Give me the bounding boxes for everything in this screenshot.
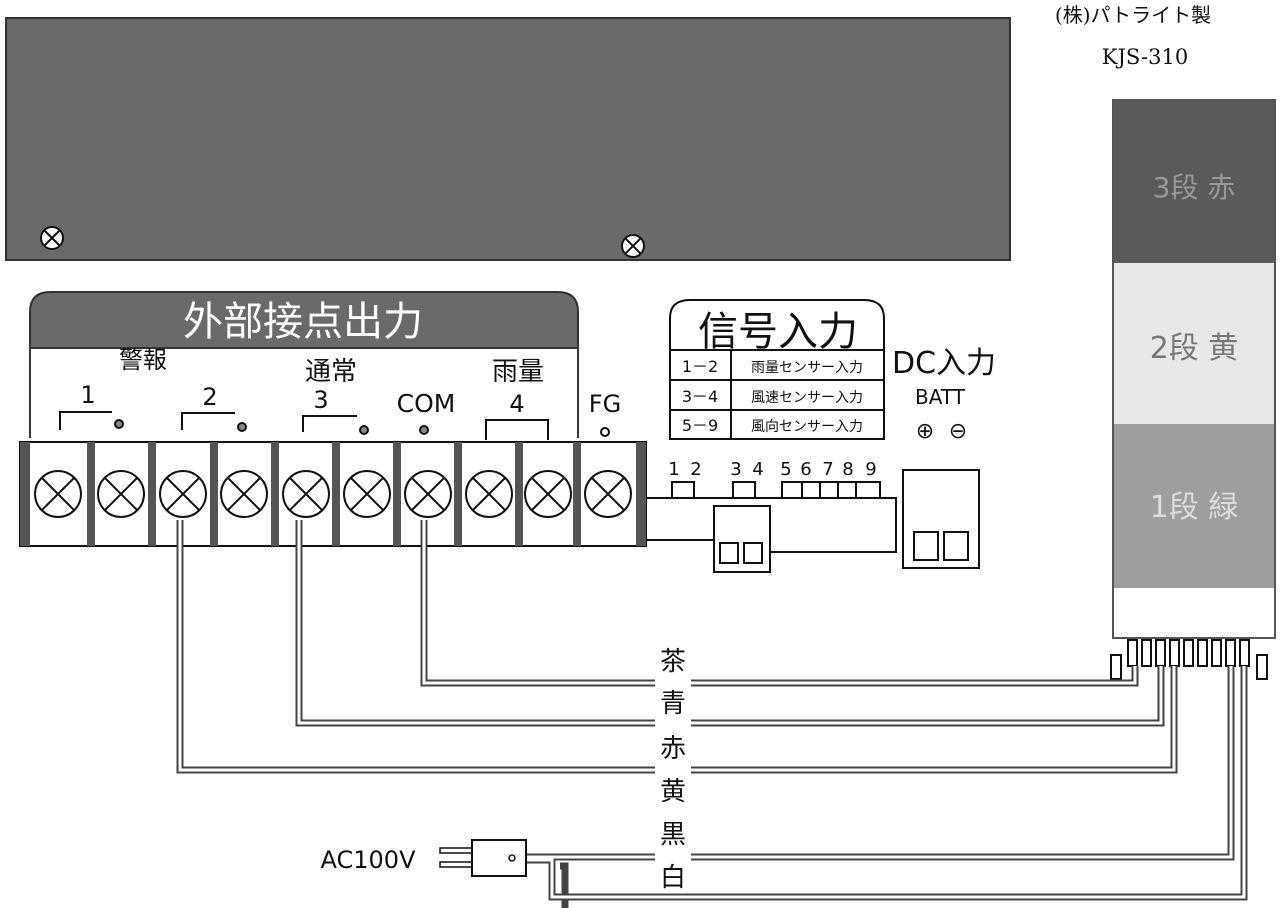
alarm-label: 警報 — [119, 346, 167, 374]
terminal-screw-icon — [282, 470, 330, 518]
dc-input-title: DC入力 — [892, 346, 996, 381]
signal-pin-number: 1 — [668, 459, 679, 480]
screw-icon — [621, 234, 645, 258]
signal-pin-number: 8 — [842, 459, 853, 480]
signal-row-desc: 雨量センサー入力 — [751, 360, 863, 376]
signal-row-pins: 3－4 — [682, 387, 718, 406]
external-output-title: 外部接点出力 — [183, 299, 423, 345]
tier-3-label: 3段 赤 — [1153, 171, 1236, 204]
batt-label: BATT — [915, 385, 966, 409]
signal-pin-number: 6 — [800, 459, 811, 480]
normal-label: 通常 — [305, 357, 357, 387]
maker-label: (株)パトライト製 — [1055, 3, 1211, 27]
signal-pin-number: 2 — [690, 459, 701, 480]
wire-color-label: 茶 — [660, 647, 686, 677]
signal-row-desc: 風向センサー入力 — [751, 419, 863, 435]
signal-input-header — [669, 299, 885, 351]
signal-pin-number: 9 — [865, 459, 876, 480]
contact-symbols — [59, 411, 610, 440]
contact-com-label: COM — [397, 389, 456, 418]
minus-icon: ⊖ — [949, 419, 967, 444]
terminal-screw-icon — [97, 470, 145, 518]
signal-input-title: 信号入力 — [698, 309, 858, 355]
screw-icon — [40, 226, 64, 250]
signal-row-pins: 5－9 — [682, 416, 718, 435]
fg-label: FG — [589, 390, 621, 418]
rain-label: 雨量 — [492, 357, 544, 387]
tower-light-pins — [1110, 639, 1268, 680]
terminal-screws — [34, 470, 632, 518]
tier-2-label: 2段 黄 — [1150, 331, 1239, 366]
signal-terminal-strip — [646, 469, 980, 573]
wire-label-bg — [655, 640, 691, 890]
terminal-screw-icon — [159, 470, 207, 518]
signal-pin-number: 4 — [752, 459, 763, 480]
terminal-screw-icon — [404, 470, 452, 518]
terminal-screw-icon — [524, 470, 572, 518]
wire-color-label: 黒 — [660, 820, 686, 850]
contact-4-label: 4 — [509, 390, 524, 418]
signal-pin-number: 7 — [822, 459, 833, 480]
tier-2 — [1114, 263, 1274, 424]
tier-3 — [1114, 101, 1274, 263]
ac-plug-icon — [439, 839, 527, 877]
wire-color-label: 黄 — [660, 777, 686, 807]
tier-1 — [1114, 424, 1274, 588]
signal-pin-number: 5 — [780, 459, 791, 480]
terminal-screw-icon — [34, 470, 82, 518]
terminal-screw-icon — [343, 470, 391, 518]
model-label: KJS-310 — [1102, 45, 1188, 69]
terminal-dividers — [20, 442, 646, 546]
signal-row-desc: 風速センサー入力 — [751, 390, 863, 406]
contact-2-label: 2 — [202, 383, 217, 411]
terminal-screw-icon — [465, 470, 513, 518]
signal-pin-number: 3 — [730, 459, 741, 480]
contact-3-label: 3 — [313, 386, 328, 414]
external-output-header — [29, 291, 579, 349]
wire-color-label: 白 — [660, 863, 686, 893]
wire-color-label: 赤 — [660, 734, 686, 764]
signal-input-table — [669, 349, 885, 440]
wire-color-label: 青 — [660, 689, 686, 719]
signal-row-pins: 1－2 — [682, 357, 718, 376]
contact-1-label: 1 — [80, 381, 95, 409]
top-panel — [5, 17, 1011, 261]
terminal-screw-icon — [220, 470, 268, 518]
wires-inner — [178, 520, 1246, 899]
terminal-screw-icon — [584, 470, 632, 518]
ac-label: AC100V — [321, 846, 417, 874]
tier-1-label: 1段 緑 — [1150, 490, 1239, 525]
plus-icon: ⊕ — [916, 419, 934, 444]
